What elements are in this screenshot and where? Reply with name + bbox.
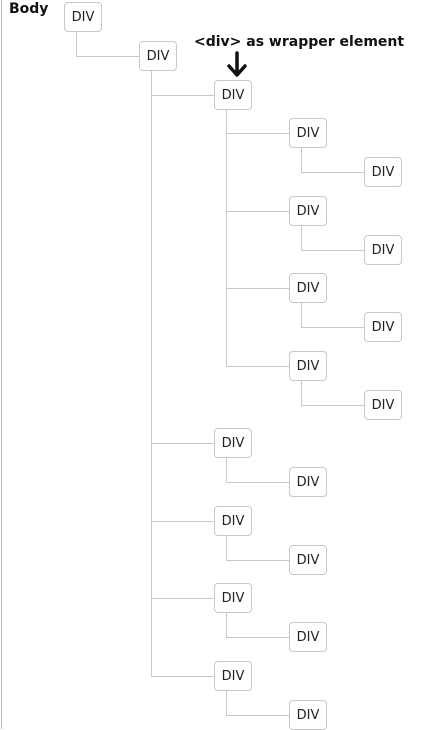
div-node: DIV xyxy=(289,118,327,148)
div-node: DIV xyxy=(289,700,327,730)
connector-line xyxy=(226,560,289,561)
div-node: DIV xyxy=(289,351,327,381)
connector-line xyxy=(151,598,214,599)
trunk-line xyxy=(226,536,227,560)
connector-line xyxy=(226,482,289,483)
trunk-line xyxy=(226,691,227,715)
connector-line xyxy=(226,715,289,716)
div-node: DIV xyxy=(364,312,402,342)
connector-line xyxy=(226,637,289,638)
trunk-line xyxy=(226,613,227,637)
div-node: DIV xyxy=(364,157,402,187)
left-border xyxy=(1,0,2,729)
trunk-line xyxy=(301,381,302,405)
connector-line xyxy=(151,443,214,444)
div-node: DIV xyxy=(364,390,402,420)
div-node: DIV xyxy=(214,661,252,691)
trunk-line xyxy=(301,303,302,327)
trunk-line xyxy=(301,148,302,172)
div-node: DIV xyxy=(214,428,252,458)
connector-line xyxy=(301,250,364,251)
div-node: DIV xyxy=(214,80,252,110)
trunk-line xyxy=(76,32,77,56)
down-arrow-icon xyxy=(227,51,247,77)
div-node: DIV xyxy=(289,273,327,303)
connector-line xyxy=(301,405,364,406)
trunk-line xyxy=(226,458,227,482)
trunk-line xyxy=(151,71,152,676)
div-node: DIV xyxy=(64,2,102,32)
div-node: DIV xyxy=(289,196,327,226)
div-node: DIV xyxy=(214,506,252,536)
connector-line xyxy=(226,366,289,367)
connector-line xyxy=(301,327,364,328)
connector-line xyxy=(301,172,364,173)
connector-line xyxy=(151,95,214,96)
div-node: DIV xyxy=(289,467,327,497)
div-node: DIV xyxy=(289,545,327,575)
div-node: DIV xyxy=(364,235,402,265)
div-node: DIV xyxy=(139,41,177,71)
div-node: DIV xyxy=(214,583,252,613)
connector-line xyxy=(226,211,289,212)
connector-line xyxy=(226,133,289,134)
trunk-line xyxy=(301,226,302,250)
body-root-label: Body xyxy=(9,1,49,17)
connector-line xyxy=(151,521,214,522)
wrapper-annotation: <div> as wrapper element xyxy=(194,34,405,50)
connector-line xyxy=(226,288,289,289)
connector-line xyxy=(151,676,214,677)
connector-line xyxy=(76,56,139,57)
trunk-line xyxy=(226,110,227,366)
div-node: DIV xyxy=(289,622,327,652)
